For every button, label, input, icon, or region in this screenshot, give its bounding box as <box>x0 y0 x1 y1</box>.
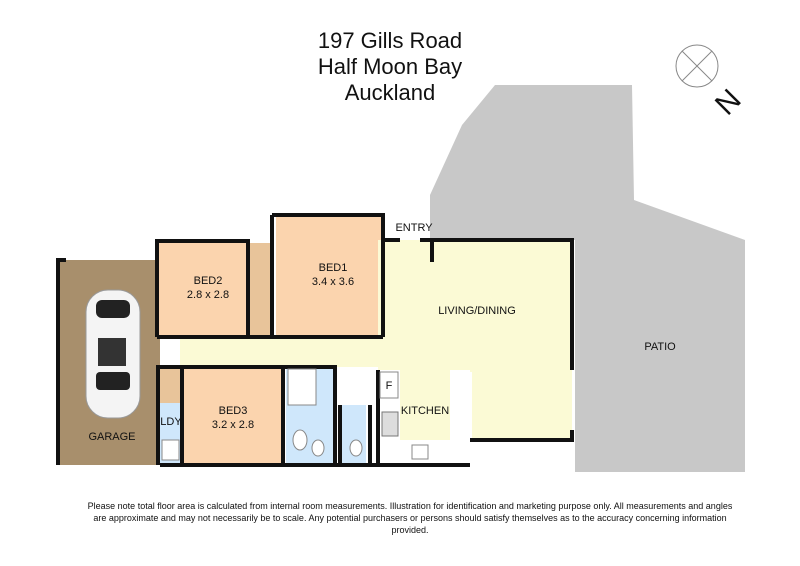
toilet-room <box>340 405 366 465</box>
wardrobe <box>250 243 272 337</box>
north-label: N <box>709 83 748 122</box>
address-line-1: 197 Gills Road <box>317 28 463 53</box>
toilet-icon <box>349 439 363 457</box>
bed1-size: 3.4 x 3.6 <box>312 276 354 288</box>
bed2-size: 2.8 x 2.8 <box>187 289 229 301</box>
laundry-tub-icon <box>161 439 180 461</box>
bed3-label: BED3 <box>219 405 248 417</box>
address-line-2: Half Moon Bay <box>317 54 463 79</box>
bed2-room <box>157 241 248 337</box>
linen-cupboard <box>158 367 182 403</box>
sink-icon <box>411 444 429 460</box>
garage-label: GARAGE <box>88 431 135 443</box>
bed2-label: BED2 <box>194 275 223 287</box>
bed1-label: BED1 <box>319 262 348 274</box>
hallway <box>180 337 380 367</box>
address-line-3: Auckland <box>344 80 436 105</box>
patio-area <box>430 85 745 472</box>
bed3-room <box>183 367 284 465</box>
fridge <box>379 371 399 399</box>
car-icon <box>85 289 141 419</box>
compass-icon: N <box>675 44 748 122</box>
patio-label: PATIO <box>644 341 676 353</box>
entry-label: ENTRY <box>395 222 433 234</box>
bed1-room <box>276 215 383 337</box>
bed3-size: 3.2 x 2.8 <box>212 419 254 431</box>
kitchen-label: KITCHEN <box>401 405 449 417</box>
shower-icon <box>287 368 317 406</box>
toilet-icon <box>311 439 325 457</box>
fridge-label: F <box>386 380 393 392</box>
cooktop-icon <box>381 411 399 437</box>
laundry-label: LDY <box>160 416 182 428</box>
basin-icon <box>292 429 308 451</box>
kitchen-floor <box>400 370 450 440</box>
disclaimer: Please note total floor area is calculat… <box>87 501 733 535</box>
walls <box>56 213 574 467</box>
living-dining-label: LIVING/DINING <box>438 305 516 317</box>
island <box>452 372 472 440</box>
